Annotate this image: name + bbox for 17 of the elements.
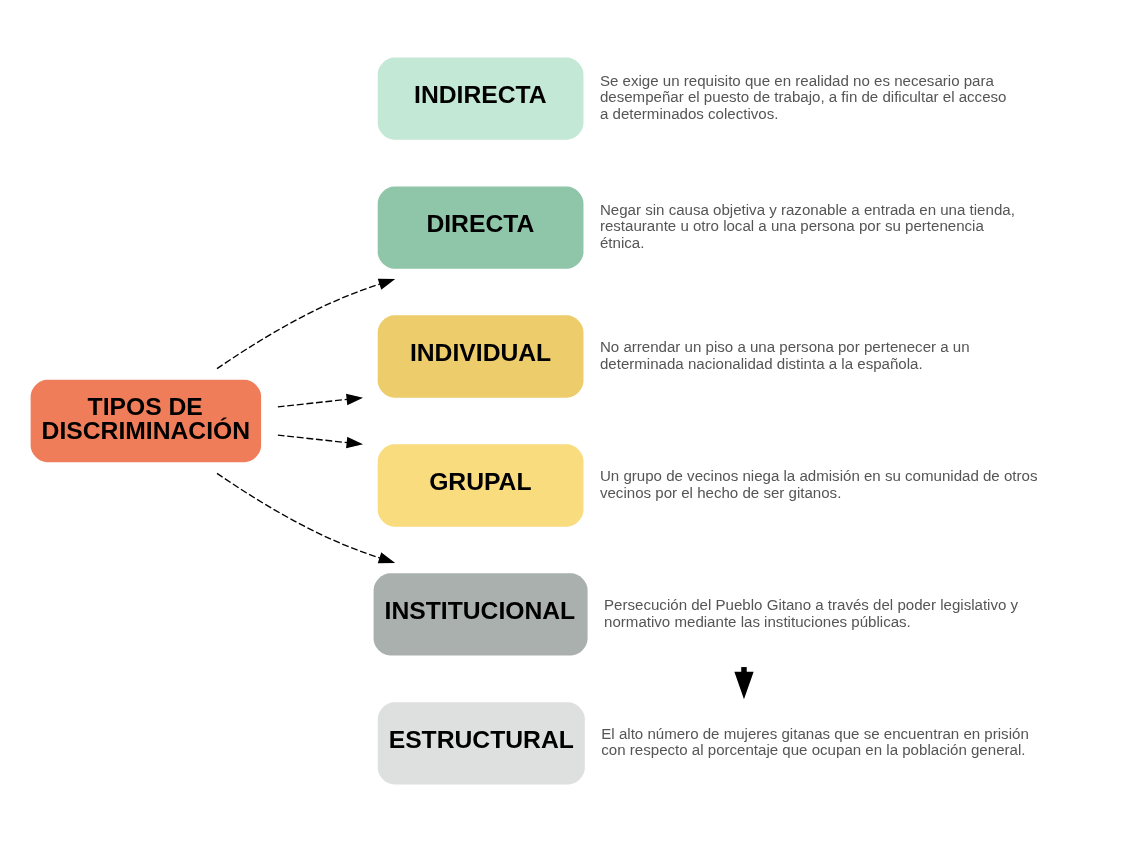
- node-box: INDIVIDUAL: [377, 315, 584, 398]
- arrow: [216, 472, 396, 564]
- node-label: Un grupo de vecinos niega la admisión en su comunidad de otros vecinos por el hecho de ser gitanos.: [599, 467, 1038, 501]
- node-box: TIPOS DE DISCRIMINACIÓN: [30, 379, 262, 463]
- node-label: Negar sin causa objetiva y razonable a entrada en una tienda, restaurante u otro local a una persona por su pertenencia étnica.: [599, 200, 1015, 251]
- node-label: Persecución del Pueblo Gitano a través del poder legislativo y normativo mediante las instituciones públicas.: [604, 596, 1019, 630]
- arrow: [277, 434, 364, 449]
- node-label: No arrendar un piso a una persona por pertenecer a un determinada nacionalidad distinta a la española.: [599, 338, 970, 372]
- node-box: DIRECTA: [377, 186, 584, 269]
- arrow: [277, 393, 364, 408]
- node-label: El alto número de mujeres gitanas que se encuentran en prisión con respecto al porcentaje que ocupan en la población general.: [601, 724, 1029, 759]
- arrow: [216, 278, 396, 370]
- node-box: GRUPAL: [377, 444, 584, 527]
- node-box: INSTITUCIONAL: [373, 573, 588, 656]
- node-box: INDIRECTA: [377, 57, 584, 140]
- node-label: Se exige un requisito que en realidad no es necesario para desempeñar el puesto de trabajo, a fin de dificultar el acceso a determinados colectivos.: [599, 72, 1007, 122]
- node-box: ESTRUCTURAL: [377, 702, 585, 785]
